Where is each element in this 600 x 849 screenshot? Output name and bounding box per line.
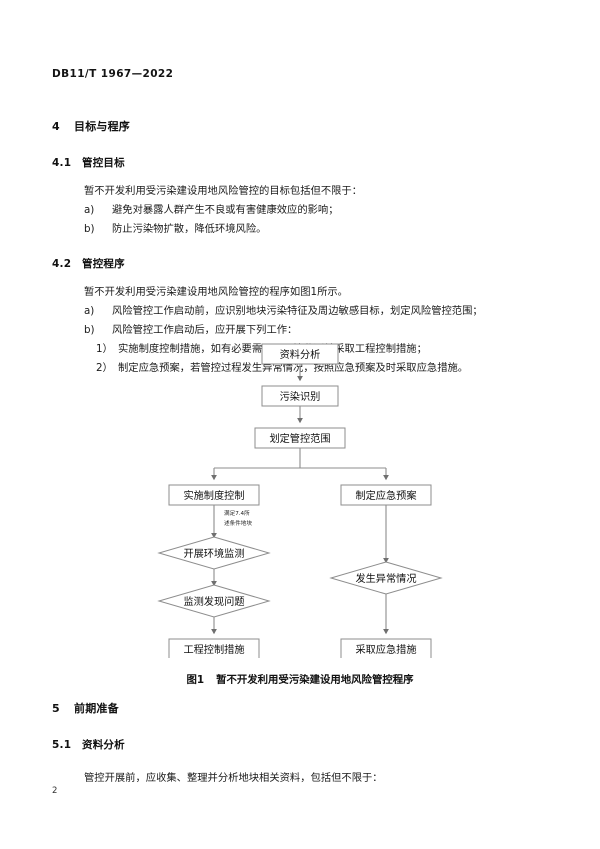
heading-section-5-title: 前期准备 — [74, 702, 119, 715]
flow-node-define-scope-label: 划定管控范围 — [269, 432, 330, 445]
list-item-marker: b) — [84, 223, 95, 235]
flow-node-institutional-control-label: 实施制度控制 — [183, 489, 244, 502]
figure-caption-text: 暂不开发利用受污染建设用地风险管控程序 — [216, 674, 414, 686]
paragraph-4-2-lead: 暂不开发利用受污染建设用地风险管控的程序如图1所示。 — [84, 286, 348, 298]
flow-node-monitoring-found-issue-label: 监测发现问题 — [183, 595, 244, 608]
tail-text-column: 5 前期准备 5.1 资料分析 管控开展前，应收集、整理并分析地块相关资料，包括但不… — [52, 700, 552, 788]
list-item: a) 避免对暴露人群产生不良或有害健康效应的影响； — [52, 201, 552, 220]
figure-caption-number: 图1 — [186, 674, 205, 686]
sub-list-item-marker: 2） — [96, 362, 113, 374]
flow-node-data-analysis-box — [261, 343, 339, 365]
flow-node-take-emergency-measures-box — [340, 638, 432, 658]
flow-node-abnormal-situation: 发生异常情况 — [329, 561, 443, 595]
flowchart-canvas: 资料分析 污染识别 划定管控范围 实施制度控制 制定应急预案 — [157, 343, 443, 658]
heading-section-5-1-number: 5.1 — [52, 739, 72, 751]
spacer — [52, 239, 552, 256]
flow-node-institutional-control-box — [168, 484, 260, 506]
heading-section-5: 5 前期准备 — [52, 700, 552, 716]
heading-section-4-2-number: 4.2 — [52, 258, 72, 270]
figure-caption: 图1 暂不开发利用受污染建设用地风险管控程序 — [0, 671, 600, 686]
heading-section-4-1: 4.1 管控目标 — [52, 155, 552, 170]
flow-node-env-monitoring-diamond — [157, 536, 271, 570]
spacer — [52, 271, 552, 283]
flow-node-abnormal-situation-diamond — [329, 561, 443, 595]
flow-node-take-emergency-measures-label: 采取应急措施 — [355, 643, 416, 656]
flow-node-data-analysis: 资料分析 — [261, 343, 339, 365]
flow-node-abnormal-situation-label: 发生异常情况 — [355, 572, 416, 585]
standard-number-header: DB11/T 1967—2022 — [52, 68, 174, 80]
spacer — [52, 170, 552, 182]
flow-node-pollution-identification-label: 污染识别 — [280, 390, 321, 403]
heading-section-4-1-title: 管控目标 — [82, 157, 125, 169]
heading-section-4-title: 目标与程序 — [74, 120, 130, 133]
flow-node-engineering-control: 工程控制措施 — [168, 638, 260, 658]
flow-node-engineering-control-label: 工程控制措施 — [183, 643, 244, 656]
heading-section-5-1-title: 资料分析 — [82, 739, 125, 751]
flow-node-emergency-plan-box — [340, 484, 432, 506]
sub-list-item: 2） 制定应急预案，若管控过程发生异常情况，按照应急预案及时采取应急措施。 — [52, 359, 552, 378]
flow-node-emergency-plan: 制定应急预案 — [340, 484, 432, 506]
flow-node-engineering-control-box — [168, 638, 260, 658]
flow-node-data-analysis-label: 资料分析 — [280, 348, 321, 361]
heading-section-4-1-number: 4.1 — [52, 157, 72, 169]
flow-edge-label-condition-line2: 述条件地块 — [224, 519, 252, 527]
flow-node-define-scope: 划定管控范围 — [254, 427, 346, 449]
heading-section-4-2-title: 管控程序 — [82, 258, 125, 270]
heading-section-4-2: 4.2 管控程序 — [52, 256, 552, 271]
sub-list-item-label: 制定应急预案，若管控过程发生异常情况，按照应急预案及时采取应急措施。 — [118, 362, 469, 374]
page-number: 2 — [52, 786, 58, 796]
list-item-label: 风险管控工作启动后，应开展下列工作： — [112, 324, 298, 336]
paragraph-5-1-lead: 管控开展前，应收集、整理并分析地块相关资料，包括但不限于： — [84, 772, 383, 784]
heading-section-5-1: 5.1 资料分析 — [52, 737, 552, 752]
flow-node-institutional-control: 实施制度控制 — [168, 484, 260, 506]
list-item-label: 风险管控工作启动前，应识别地块污染特征及周边敏感目标，划定风险管控范围； — [112, 305, 483, 317]
list-item-marker: a) — [84, 305, 95, 317]
sub-list-item-marker: 1） — [96, 343, 113, 355]
flow-edge-label-condition: 满足7.4所 述条件地块 — [224, 509, 252, 527]
flow-node-monitoring-found-issue-diamond — [157, 584, 271, 618]
flow-node-monitoring-found-issue: 监测发现问题 — [157, 584, 271, 618]
flow-node-define-scope-box — [254, 427, 346, 449]
flow-node-pollution-identification-box — [261, 385, 339, 407]
flowchart-figure-1: 资料分析 污染识别 划定管控范围 实施制度控制 制定应急预案 — [0, 338, 600, 658]
list-item-marker: a) — [84, 204, 95, 216]
list-item-label: 防止污染物扩散，降低环境风险。 — [112, 223, 267, 235]
list-item: a) 风险管控工作启动前，应识别地块污染特征及周边敏感目标，划定风险管控范围； — [52, 302, 552, 321]
list-item: b) 防止污染物扩散，降低环境风险。 — [52, 220, 552, 239]
list-item-label: 避免对暴露人群产生不良或有害健康效应的影响； — [112, 204, 339, 216]
flow-node-env-monitoring: 开展环境监测 — [157, 536, 271, 570]
list-item-marker: b) — [84, 324, 95, 336]
spacer — [52, 134, 552, 155]
heading-section-4: 4 目标与程序 — [52, 118, 552, 134]
flow-node-take-emergency-measures: 采取应急措施 — [340, 638, 432, 658]
list-item: b) 风险管控工作启动后，应开展下列工作： — [52, 321, 552, 340]
flow-node-pollution-identification: 污染识别 — [261, 385, 339, 407]
heading-section-4-number: 4 — [52, 120, 60, 133]
flow-edge-label-condition-line1: 满足7.4所 — [224, 509, 250, 517]
paragraph-4-1-lead: 暂不开发利用受污染建设用地风险管控的目标包括但不限于： — [84, 185, 363, 197]
spacer — [52, 752, 552, 769]
heading-section-5-number: 5 — [52, 702, 60, 715]
flow-node-env-monitoring-label: 开展环境监测 — [183, 547, 244, 560]
spacer — [52, 716, 552, 737]
flow-node-emergency-plan-label: 制定应急预案 — [355, 489, 416, 502]
